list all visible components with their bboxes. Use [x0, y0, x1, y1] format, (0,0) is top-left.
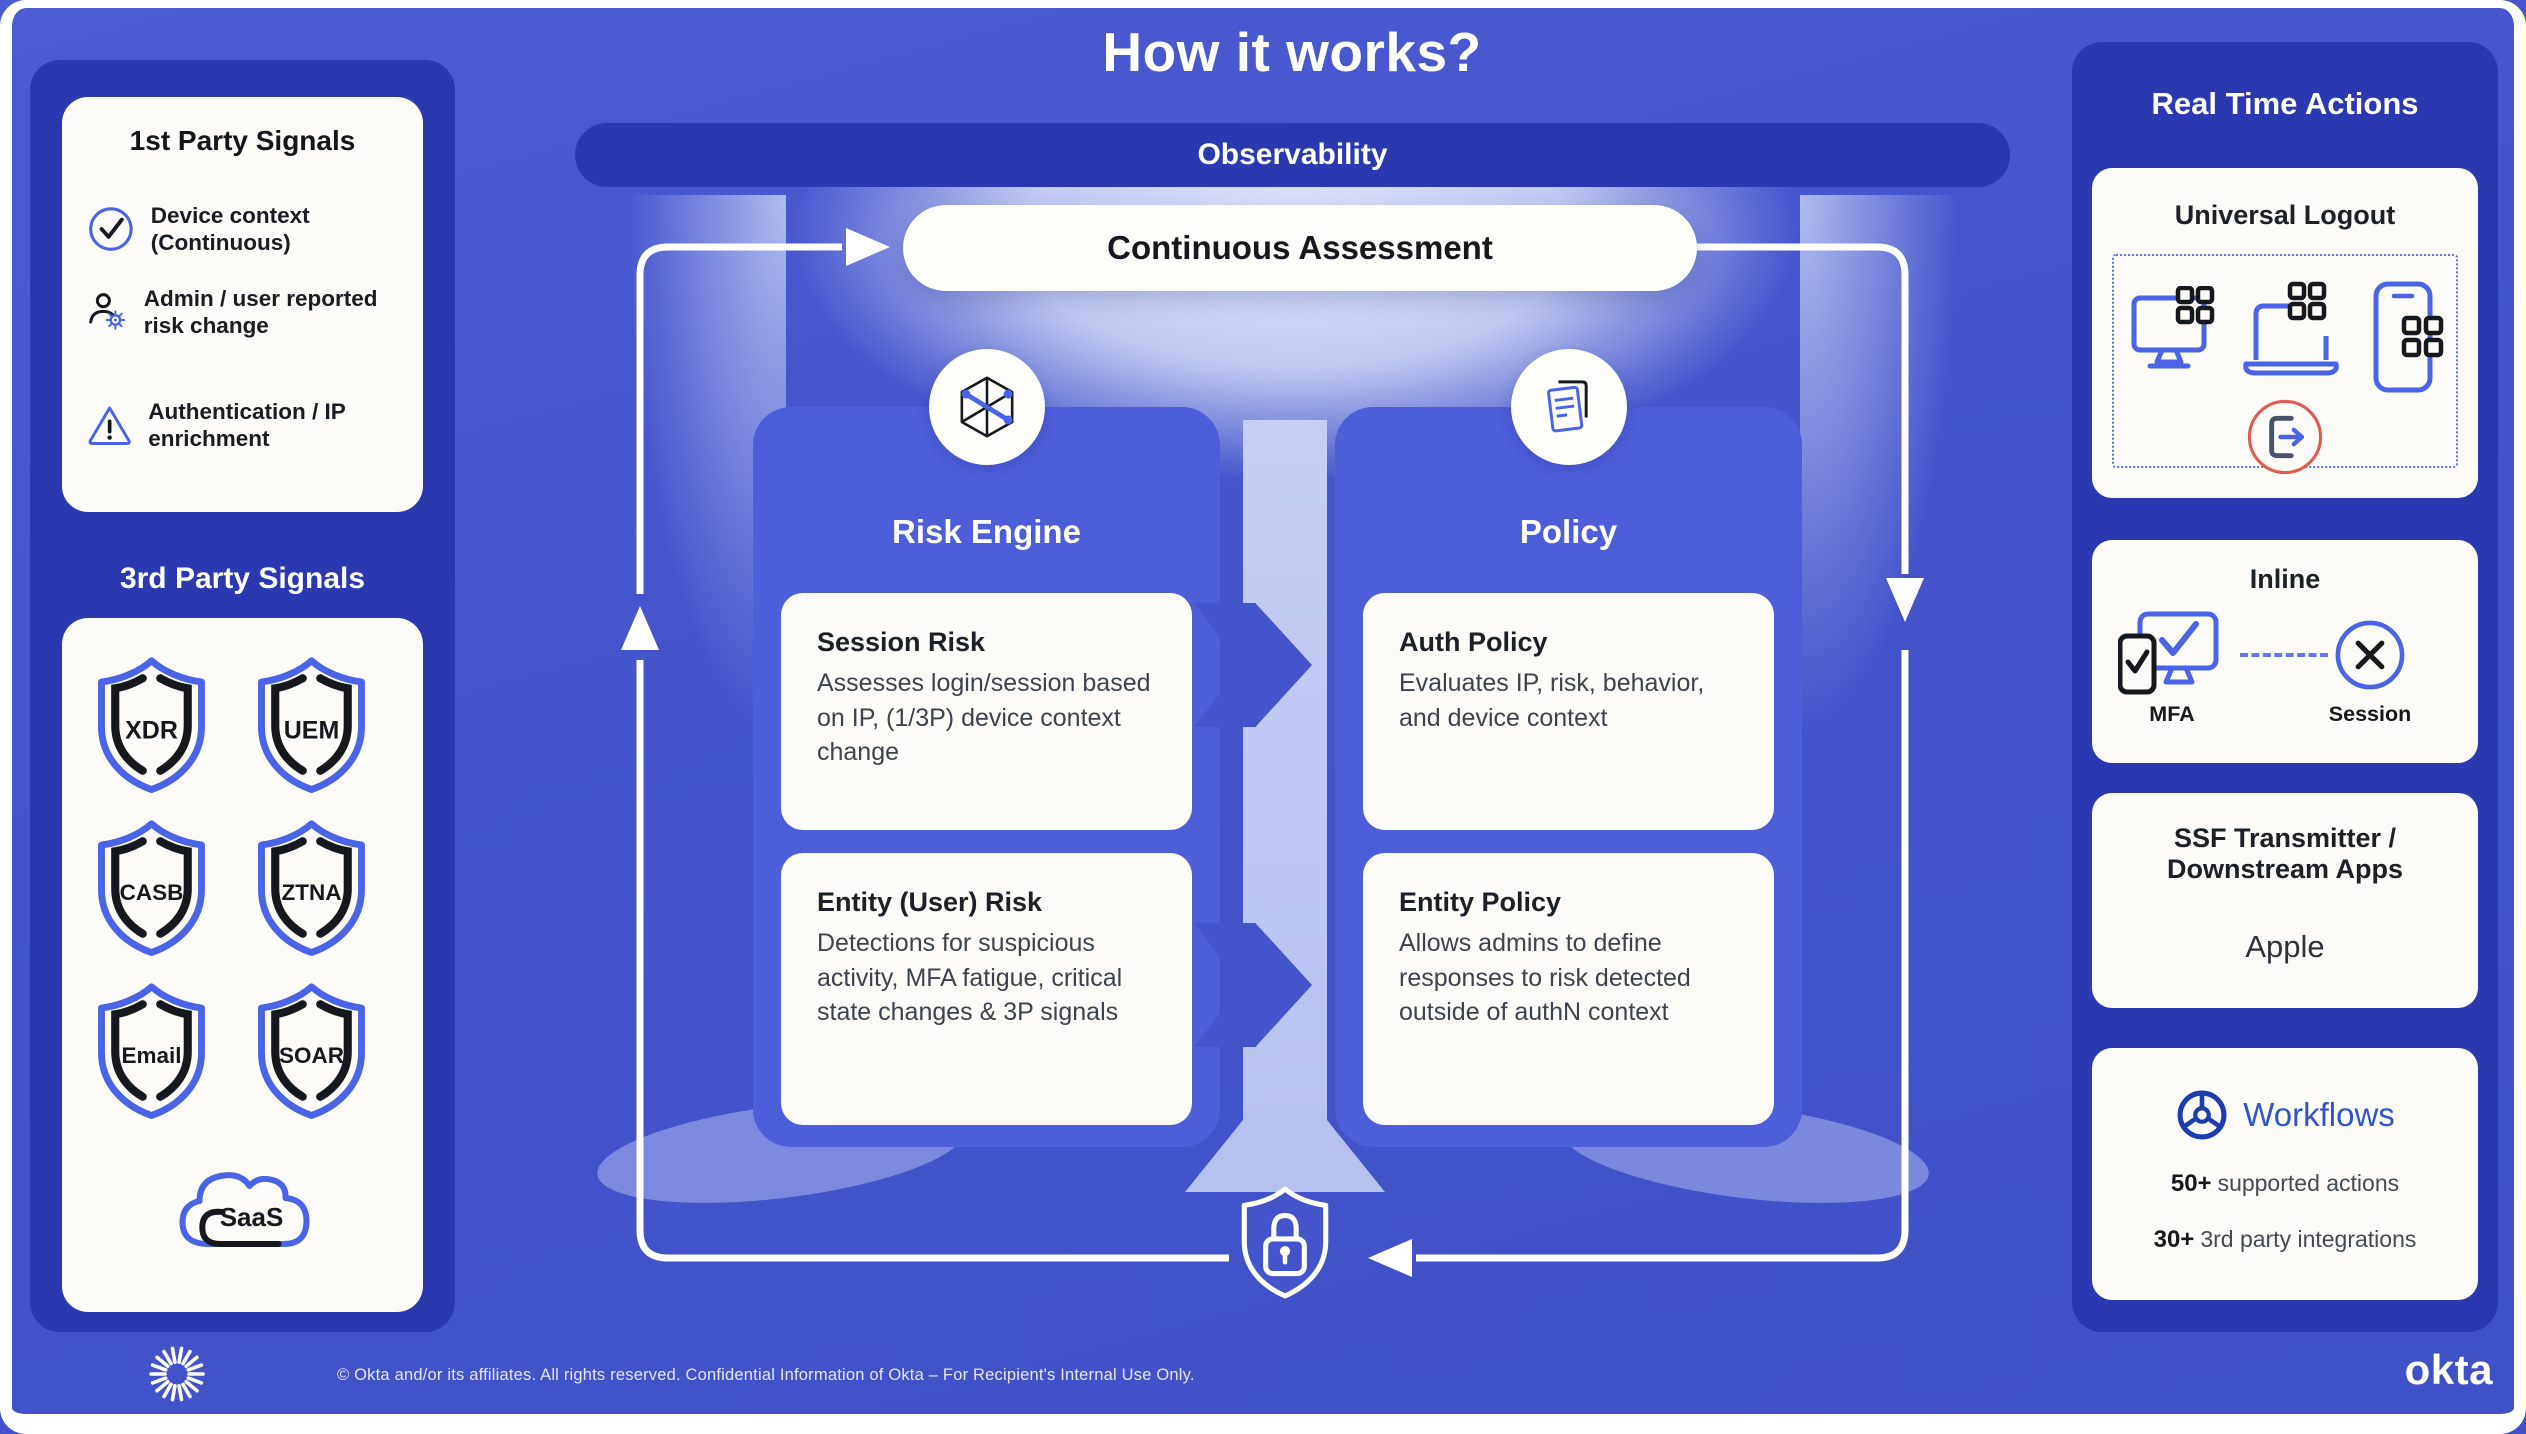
shield-badge-email-icon: Email — [98, 983, 205, 1119]
shield-label: CASB — [120, 880, 184, 905]
session-risk-title: Session Risk — [817, 627, 986, 657]
continuous-assessment-label: Continuous Assessment — [1107, 229, 1493, 266]
signal-label: Admin / user reported risk change — [143, 286, 378, 338]
signal-item-authentication: Authentication / IP enrichment — [86, 397, 404, 453]
inline-connector — [2240, 653, 2328, 657]
saas-cloud-icon: SaaS — [179, 1172, 310, 1247]
stat-label: supported actions — [2217, 1170, 2400, 1196]
policy-documents-icon — [1546, 380, 1588, 433]
right-panel: Real Time Actions Universal Logout — [2072, 42, 2498, 1332]
session-terminate-icon — [2335, 620, 2405, 690]
okta-aura-icon — [149, 1346, 205, 1402]
shield-label: Email — [121, 1043, 181, 1068]
glow-column — [1243, 420, 1327, 1192]
inline-card: Inline MFA Session — [2092, 540, 2478, 763]
universal-logout-card: Universal Logout — [2092, 168, 2478, 498]
signal-label: Authentication / IP enrichment — [148, 399, 346, 451]
ssf-title: SSF Transmitter / Downstream Apps — [2166, 823, 2404, 884]
arrowhead-down-icon — [1886, 578, 1924, 622]
shield-label: SOAR — [279, 1043, 344, 1068]
left-panel: 1st Party Signals Device context (Contin… — [30, 60, 455, 1332]
session-label: Session — [2328, 702, 2412, 726]
ssf-transmitter-card: SSF Transmitter / Downstream Apps Apple — [2092, 793, 2478, 1008]
shield-badge-xdr-icon: XDR — [98, 657, 205, 793]
admin-user-gear-icon — [89, 293, 126, 330]
laptop-apps-icon — [2243, 281, 2339, 376]
stat-value: 50+ — [2170, 1170, 2212, 1197]
entity-risk-card: Entity (User) Risk Detections for suspic… — [781, 853, 1192, 1125]
shield-badge-casb-icon: CASB — [98, 820, 205, 956]
stat-value: 30+ — [2153, 1226, 2195, 1253]
arrow-path-left-lower — [636, 660, 1229, 1262]
cloud-label: SaaS — [220, 1202, 284, 1232]
workflows-stat-integrations: 30+3rd party integrations — [2092, 1226, 2478, 1254]
shield-badge-ztna-icon: ZTNA — [258, 820, 365, 956]
signal-item-device-context: Device context (Continuous) — [86, 199, 404, 259]
entity-policy-card: Entity Policy Allows admins to define re… — [1363, 853, 1774, 1125]
ssf-app-label: Apple — [2245, 929, 2325, 964]
signal-label: Device context (Continuous) — [150, 203, 310, 255]
copyright-text: © Okta and/or its affiliates. All rights… — [337, 1366, 1195, 1384]
workflows-title: Workflows — [2243, 1096, 2395, 1133]
session-risk-card: Session Risk Assesses login/session base… — [781, 593, 1192, 830]
continuous-assessment-pill: Continuous Assessment — [903, 205, 1697, 291]
arrowhead-up-icon — [621, 606, 659, 650]
risk-engine-title: Risk Engine — [892, 513, 1081, 550]
logout-icon — [2247, 399, 2323, 475]
auth-policy-body: Evaluates IP, risk, behavior, and device… — [1399, 669, 1705, 732]
page-title: How it works? — [1102, 21, 1482, 83]
observability-label: Observability — [1197, 138, 1388, 171]
arrow-path-bottom — [1416, 650, 1909, 1262]
arrowhead-left-icon — [1368, 1239, 1412, 1277]
entity-policy-title: Entity Policy — [1399, 887, 1562, 917]
shield-label: XDR — [125, 716, 178, 744]
mfa-devices-icon — [2118, 611, 2219, 695]
auth-policy-title: Auth Policy — [1399, 627, 1548, 657]
third-party-title: 3rd Party Signals — [119, 562, 366, 595]
check-circle-icon — [89, 207, 133, 251]
security-lock-shield-icon — [1241, 1186, 1329, 1299]
shield-label: ZTNA — [282, 880, 342, 905]
observability-bar: Observability — [575, 123, 2010, 187]
risk-engine-card: Risk Engine Session Risk Assesses login/… — [753, 349, 1220, 1147]
arrow-path-right-upper — [1697, 243, 1909, 574]
desktop-apps-icon — [2131, 286, 2215, 369]
inline-title: Inline — [2249, 564, 2321, 594]
arrow-path-left-upper — [636, 243, 842, 594]
session-risk-body: Assesses login/session based on IP, (1/3… — [817, 669, 1151, 766]
glow-left — [556, 195, 786, 1075]
policy-card: Policy Auth Policy Evaluates IP, risk, b… — [1335, 349, 1802, 1147]
workflows-stat-actions: 50+supported actions — [2092, 1170, 2478, 1198]
shield-label: UEM — [284, 716, 340, 744]
workflows-card: Workflows 50+supported actions 30+3rd pa… — [2092, 1048, 2478, 1300]
mobile-apps-icon — [2373, 281, 2444, 393]
third-party-signals-card: XDR UEM CASB ZTNA — [62, 618, 423, 1312]
stat-label: 3rd party integrations — [2200, 1226, 2417, 1252]
shield-badge-uem-icon: UEM — [258, 657, 365, 793]
entity-policy-body: Allows admins to define responses to ris… — [1399, 929, 1691, 1026]
mfa-label: MFA — [2149, 702, 2195, 726]
glow-right — [1800, 195, 2030, 1075]
auth-policy-card: Auth Policy Evaluates IP, risk, behavior… — [1363, 593, 1774, 830]
warning-triangle-icon — [88, 406, 131, 445]
workflows-header: Workflows — [2092, 1088, 2478, 1142]
shield-badge-soar-icon: SOAR — [258, 983, 365, 1119]
real-time-actions-title: Real Time Actions — [2151, 86, 2419, 121]
universal-logout-title: Universal Logout — [2174, 200, 2396, 230]
first-party-signals-card: 1st Party Signals Device context (Contin… — [62, 97, 423, 512]
okta-logo: okta — [2404, 1346, 2493, 1393]
risk-engine-icon-circle — [928, 349, 1045, 465]
network-cube-icon — [960, 376, 1013, 438]
policy-title: Policy — [1519, 513, 1618, 550]
entity-risk-body: Detections for suspicious activity, MFA … — [817, 929, 1123, 1026]
arrowhead-right-icon — [846, 228, 890, 266]
workflows-icon — [2177, 1090, 2227, 1140]
policy-icon-circle — [1510, 349, 1627, 465]
first-party-title: 1st Party Signals — [129, 125, 356, 156]
signal-item-admin-user: Admin / user reported risk change — [86, 282, 404, 342]
entity-risk-title: Entity (User) Risk — [817, 887, 1043, 917]
